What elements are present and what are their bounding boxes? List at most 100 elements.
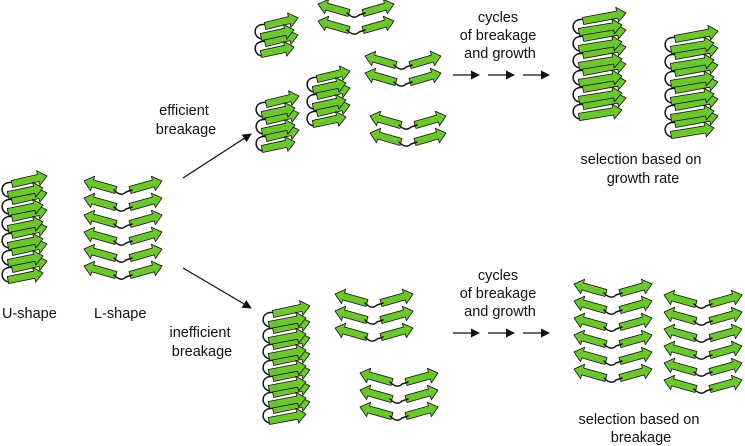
beta-strand xyxy=(618,346,653,365)
beta-strand xyxy=(311,77,347,94)
beta-strand xyxy=(334,322,369,341)
pathway-arrows xyxy=(182,70,550,338)
beta-strand xyxy=(359,384,394,403)
beta-strand xyxy=(311,94,347,111)
beta-strand xyxy=(413,110,447,129)
l-shape-fibril xyxy=(83,175,163,280)
beta-strand xyxy=(573,278,608,297)
beta-strand xyxy=(83,192,118,211)
selected-u-fibril-2 xyxy=(664,24,719,140)
beta-strand xyxy=(379,288,414,307)
beta-strand xyxy=(334,288,369,307)
beta-strand xyxy=(128,192,163,211)
beta-strand xyxy=(670,36,715,54)
selected-l-fibril-2 xyxy=(663,289,743,394)
beta-strand xyxy=(379,322,414,341)
beta-strand xyxy=(670,53,715,71)
beta-strand xyxy=(573,363,608,382)
beta-strand xyxy=(267,359,307,377)
beta-strand xyxy=(6,181,44,199)
efficient-line-2: breakage xyxy=(156,122,216,138)
fragment-l-top-1 xyxy=(317,0,395,35)
loop-segment xyxy=(693,388,713,394)
loop-segment xyxy=(693,303,713,309)
beta-strand xyxy=(317,0,351,17)
loop-segment xyxy=(113,189,133,195)
beta-strand xyxy=(267,343,307,361)
beta-strand xyxy=(6,215,44,233)
beta-strand xyxy=(359,367,394,386)
beta-strand xyxy=(260,136,296,153)
beta-strand xyxy=(128,226,163,245)
beta-strand xyxy=(573,295,608,314)
loop-segment xyxy=(346,12,366,18)
beta-strand xyxy=(379,305,414,324)
beta-strand xyxy=(317,15,351,34)
selected-u-fibril-1 xyxy=(572,6,627,121)
beta-strand xyxy=(578,86,623,104)
loop-segment xyxy=(113,223,133,229)
loop-segment xyxy=(364,319,384,325)
beta-strand xyxy=(573,312,608,331)
fragment-u-top-1 xyxy=(254,12,299,58)
beta-strand xyxy=(315,65,351,83)
loop-segment xyxy=(113,257,133,263)
beta-strand xyxy=(708,289,743,308)
beta-strand xyxy=(578,52,623,70)
beta-strand xyxy=(267,327,307,345)
cycles-top-line-3: and growth xyxy=(464,46,536,62)
loop-segment xyxy=(693,354,713,360)
beta-strand xyxy=(83,226,118,245)
loop-segment xyxy=(693,371,713,377)
cycles-bottom-line-3: and growth xyxy=(464,304,536,320)
beta-strand xyxy=(408,67,442,86)
loop-segment xyxy=(603,326,623,332)
fragment-u-bottom-1 xyxy=(262,300,311,425)
selection-growth-line-1: selection based on xyxy=(581,152,702,168)
beta-strand xyxy=(260,102,296,119)
loop-segment xyxy=(113,240,133,246)
loop-segment xyxy=(603,343,623,349)
u-shape-label: U-shape xyxy=(2,306,57,322)
beta-strand xyxy=(670,70,715,88)
loop-segment xyxy=(389,415,409,421)
beta-strand xyxy=(264,90,300,108)
beta-strand xyxy=(578,35,623,53)
beta-strand xyxy=(670,87,715,105)
loop-segment xyxy=(603,360,623,366)
cycles-bottom-line-1: cycles xyxy=(478,268,518,284)
loop-segment xyxy=(398,124,418,130)
beta-strand xyxy=(6,266,44,284)
loop-segment xyxy=(393,81,413,87)
beta-strand xyxy=(708,340,743,359)
beta-strand xyxy=(708,323,743,342)
beta-strand xyxy=(673,24,719,43)
loop-segment xyxy=(389,381,409,387)
beta-strand xyxy=(334,305,369,324)
beta-strand xyxy=(618,278,653,297)
beta-strand xyxy=(128,243,163,262)
beta-strand xyxy=(128,209,163,228)
beta-strand xyxy=(267,311,307,329)
selected-l-fibril-1 xyxy=(573,278,653,383)
cycles-top-line-1: cycles xyxy=(478,10,518,26)
selection-breakage-line-1: selection based on xyxy=(579,412,700,428)
beta-strand xyxy=(404,401,439,420)
cycles-label-bottom: cycles of breakage and growth xyxy=(460,268,541,320)
loop-segment xyxy=(393,64,413,70)
beta-strand xyxy=(663,289,698,308)
beta-strand xyxy=(83,243,118,262)
beta-strand xyxy=(259,24,295,41)
loop-segment xyxy=(398,141,418,147)
beta-strand xyxy=(128,260,163,279)
beta-strand xyxy=(311,111,347,128)
beta-strand xyxy=(413,127,447,146)
beta-strand xyxy=(404,384,439,403)
beta-strand xyxy=(6,232,44,250)
beta-strand xyxy=(663,374,698,393)
beta-strand xyxy=(83,175,118,194)
beta-strand xyxy=(404,367,439,386)
beta-strand xyxy=(364,50,398,69)
beta-strand xyxy=(663,357,698,376)
